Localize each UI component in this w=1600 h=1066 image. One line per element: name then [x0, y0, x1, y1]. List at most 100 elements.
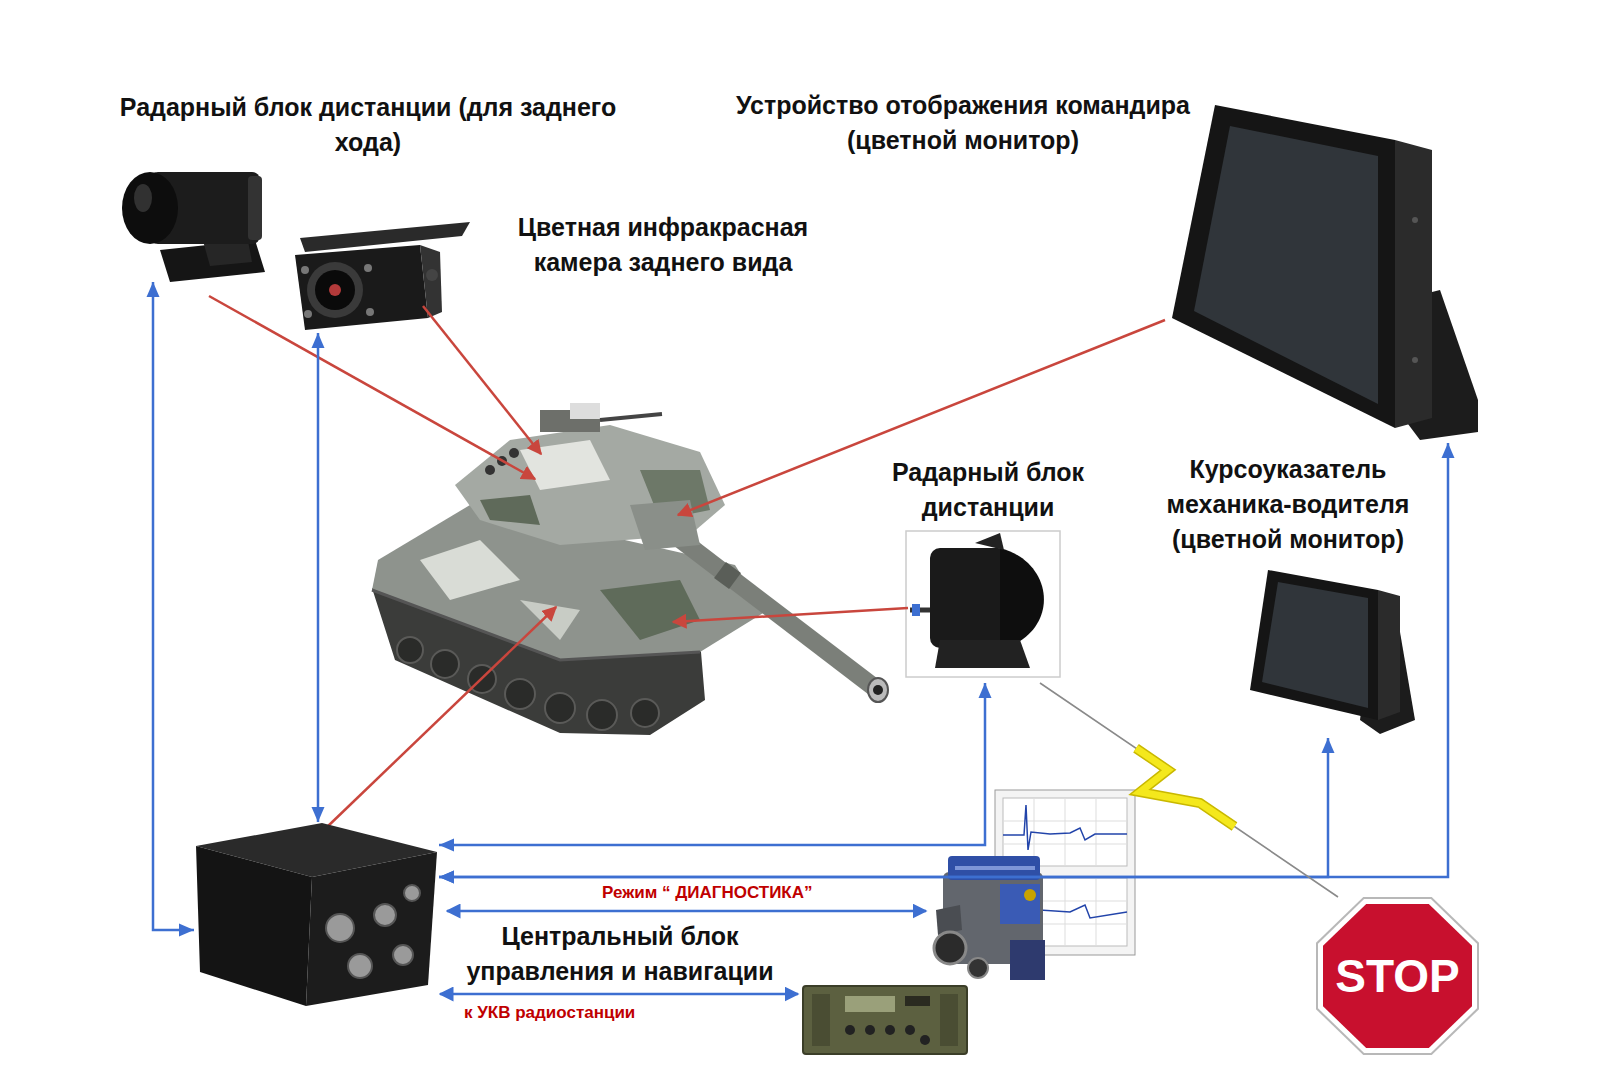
engine-picture: [934, 856, 1045, 980]
engine-picture-part: [1010, 940, 1045, 980]
commander-monitor-picture-part: [1395, 140, 1432, 428]
tank-illustration-part: [570, 403, 600, 419]
front-radar-picture-part: [1000, 548, 1044, 650]
commander-monitor-picture: [1172, 105, 1478, 440]
rear-radar-picture: [122, 172, 265, 282]
tank-illustration-part: [505, 679, 535, 709]
tank-illustration-part: [600, 580, 700, 640]
arrow-head: [179, 924, 194, 937]
engine-picture-part: [1024, 889, 1036, 901]
rear-camera-picture-part: [307, 262, 363, 318]
tank-illustration: [372, 403, 888, 735]
rear-camera-picture-part: [300, 222, 470, 252]
arrow-head: [312, 807, 325, 822]
vhf-radio-picture-part: [803, 986, 967, 1054]
tank-illustration-part: [600, 414, 662, 420]
rear-camera-picture-part: [329, 284, 341, 296]
stop-octagon-layer: [1316, 897, 1479, 1055]
component-label: Центральный блок управления и навигации: [430, 919, 810, 989]
vhf-radio-picture-part: [845, 1025, 855, 1035]
bolt-outline: [1136, 748, 1235, 826]
diagnostic-graph-picture-part: [1003, 798, 1127, 866]
central-unit-picture-part: [348, 954, 372, 978]
tank-illustration-part: [873, 685, 883, 695]
central-unit-picture: [196, 823, 437, 1006]
component-label: Курсоуказатель механика-водителя (цветно…: [1133, 452, 1443, 557]
tank-illustration-part: [587, 700, 617, 730]
front-radar-picture-part: [935, 640, 1030, 668]
tank-illustration-part: [545, 693, 575, 723]
driver-monitor-picture-part: [1262, 582, 1368, 708]
engine-picture-part: [968, 958, 988, 978]
diagnostic-graph-picture-part: [1003, 798, 1127, 866]
engine-picture-part: [936, 905, 962, 935]
front-radar-picture-part: [930, 548, 1008, 648]
leader-lines-part: [423, 306, 541, 454]
rear-camera-picture-part: [295, 245, 428, 330]
rear-camera-picture-part: [364, 264, 372, 272]
tank-illustration-part: [480, 495, 540, 525]
data-arrows-part: [440, 993, 798, 996]
front-radar-picture: [906, 531, 1060, 677]
data-connector: [439, 738, 1335, 884]
central-unit-picture-part: [326, 914, 354, 942]
tank-illustration-part: [630, 500, 700, 550]
tank-illustration-part: [631, 699, 659, 727]
arrow-head: [439, 871, 454, 884]
vhf-radio-picture-part: [865, 1025, 875, 1035]
connector-line: [1040, 683, 1338, 897]
radio-link-label: к УКВ радиостанции: [464, 1003, 635, 1023]
stop-octagon-layer: [1318, 899, 1477, 1053]
connector-line: [439, 738, 1328, 877]
leader-lines-part: [326, 607, 556, 828]
central-unit-picture-part: [393, 945, 413, 965]
driver-monitor-picture-part: [1378, 590, 1400, 720]
central-unit-picture-part: [374, 904, 396, 926]
rear-radar-picture-part: [134, 184, 152, 212]
driver-monitor-picture-part: [1250, 570, 1378, 720]
front-radar-picture-part: [906, 531, 1060, 677]
stop-sign: STOP: [1316, 897, 1479, 1055]
tank-illustration-part: [420, 540, 520, 600]
rear-camera-picture-part: [426, 269, 438, 281]
commander-monitor-picture-part: [1172, 105, 1395, 428]
tank-illustration-part: [509, 448, 519, 458]
data-connector: [439, 443, 1455, 884]
vhf-radio-picture-part: [920, 1035, 930, 1045]
central-unit-picture-part: [404, 885, 420, 901]
data-connector: [312, 333, 325, 822]
rear-radar-picture-part: [248, 176, 262, 240]
tank-illustration-part: [520, 440, 610, 490]
arrow-head: [439, 839, 454, 852]
commander-monitor-picture-part: [1194, 126, 1378, 404]
leader-lines-part: [673, 608, 908, 622]
driver-monitor-unit: Курсоуказатель механика-водителя (цветно…: [1133, 452, 1447, 738]
component-label: Радарный блок дистанции: [868, 455, 1108, 525]
connector-line: [439, 443, 1448, 877]
data-arrows-part: [447, 910, 926, 913]
diagnostic-graph-picture-part: [1003, 805, 1127, 850]
commander-monitor-picture-part: [1412, 217, 1418, 223]
tank-illustration-part: [397, 637, 423, 663]
rear-camera-picture: [295, 222, 470, 330]
mode-label: Режим “ ДИАГНОСТИКА”: [602, 883, 813, 903]
component-label: Радарный блок дистанции (для заднего ход…: [118, 90, 618, 160]
commander-monitor-unit: Устройство отображения командира (цветно…: [728, 88, 1480, 443]
stop-octagon-layer: [1323, 904, 1472, 1048]
vhf-radio-picture-part: [940, 994, 958, 1046]
vhf-radio-picture-part: [905, 996, 930, 1006]
vhf-radio-picture: [803, 986, 967, 1054]
engine-picture-part: [955, 866, 1035, 870]
front-radar-picture-part: [975, 533, 1004, 550]
rear-radar-picture-part: [122, 172, 178, 244]
connector-line: [153, 282, 194, 930]
engine-picture-part: [934, 932, 966, 964]
rear-camera-picture-part: [315, 270, 355, 310]
arrow-head: [312, 333, 325, 348]
data-connector: [147, 282, 195, 937]
arrow-head: [1442, 443, 1455, 458]
arrow-head: [147, 282, 160, 297]
connector-line: [317, 333, 320, 822]
data-connector: [439, 683, 992, 852]
